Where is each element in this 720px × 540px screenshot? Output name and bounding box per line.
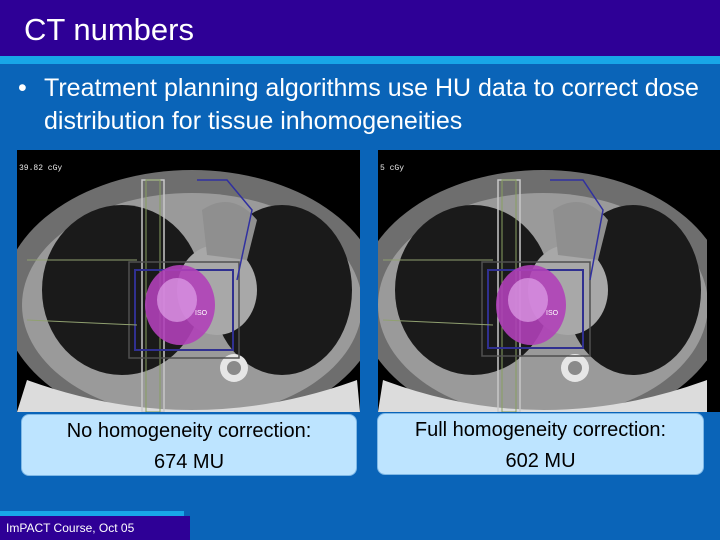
caption-full-correction: Full homogeneity correction: 602 MU <box>377 413 704 475</box>
ct-scan-graphic: ISO <box>17 150 360 412</box>
caption-line-1: Full homogeneity correction: <box>414 419 667 441</box>
caption-no-correction: No homogeneity correction: 674 MU <box>21 414 357 476</box>
iso-label: ISO <box>546 310 559 317</box>
title-bar <box>0 0 720 56</box>
ct-image-no-correction: ISO 39.82 cGy <box>17 150 360 412</box>
dose-label: 5 cGy <box>380 164 405 173</box>
caption-line-2: 674 MU <box>153 451 225 473</box>
footer-label: ImPACT Course, Oct 05 <box>0 516 190 540</box>
caption-line-1: No homogeneity correction: <box>66 420 312 442</box>
ct-scan-graphic: ISO <box>378 150 707 412</box>
ct-image-full-correction: ISO 5 cGy <box>378 150 720 412</box>
caption-line-2: 602 MU <box>505 450 576 472</box>
dose-label: 39.82 cGy <box>19 164 63 173</box>
bullet-text: Treatment planning algorithms use HU dat… <box>44 74 699 135</box>
iso-label: ISO <box>195 310 208 317</box>
bullet-marker: • <box>18 74 27 102</box>
slide-title: CT numbers <box>24 12 194 47</box>
title-rule <box>0 56 720 64</box>
